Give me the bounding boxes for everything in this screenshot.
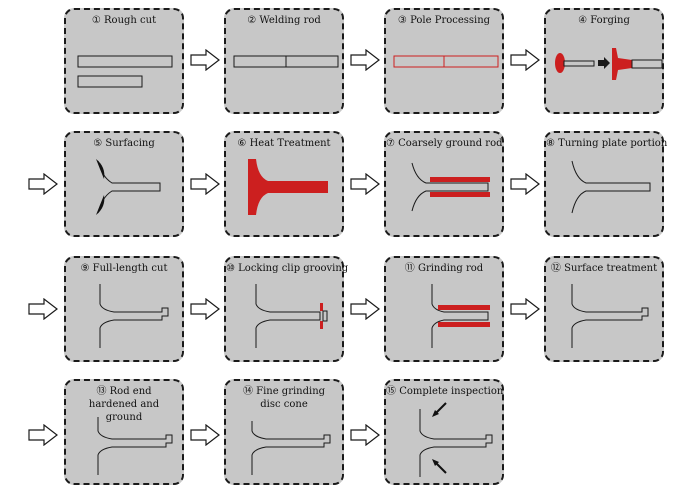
step-11-illustration [431,284,490,348]
step-1-label: ① Rough cut [91,15,157,26]
step-13-rod-end-hardened-and-ground: ⑬ Rod end hardened and ground [64,379,184,485]
step-14-fine-grinding-disc-cone: ⑭ Fine grinding disc cone [224,379,344,485]
step-5-label: ⑤ Surfacing [93,138,155,149]
step-9-illustration [99,284,169,348]
step-13-illustration [97,417,173,475]
step-6-heat-treatment: ⑥ Heat Treatment [224,131,344,237]
flow-arrow-right-icon [190,173,220,195]
step-10-locking-clip-grooving: ⑩ Locking clip grooving [224,256,349,362]
flow-arrow-right-icon [510,49,540,71]
flow-arrow-right-icon [510,298,540,320]
step-8-illustration [571,160,651,214]
step-13-label: ⑬ Rod end hardened and ground [88,386,160,423]
step-7-label: ⑦ Coarsely ground rod [386,138,503,149]
step-11-grinding-rod: ⑪ Grinding rod [384,256,504,362]
step-10-label: ⑩ Locking clip grooving [226,263,349,274]
step-15-illustration [419,402,493,477]
step-3-label: ③ Pole Processing [397,15,491,26]
step-5-illustration [96,159,161,215]
step-14-label: ⑭ Fine grinding disc cone [242,386,326,410]
flow-arrow-right-icon [190,49,220,71]
step-14-illustration [251,421,331,475]
step-3-illustration [393,55,499,68]
step-9-full-length-cut: ⑨ Full-length cut [64,256,184,362]
step-3-pole-processing: ③ Pole Processing [384,8,504,114]
step-12-label: ⑫ Surface treatment [550,263,658,274]
step-15-label: ⑮ Complete inspection [386,386,504,397]
step-2-welding-rod: ② Welding rod [224,8,344,114]
step-4-label: ④ Forging [578,15,630,26]
step-4-illustration [555,48,663,80]
step-6-label: ⑥ Heat Treatment [237,138,331,149]
step-5-surfacing: ⑤ Surfacing [64,131,184,237]
flow-arrow-right-icon [190,298,220,320]
flow-arrow-right-icon [350,49,380,71]
step-12-illustration [571,284,649,348]
step-8-turning-plate-portion: ⑧ Turning plate portion [544,131,668,237]
step-8-label: ⑧ Turning plate portion [546,138,668,149]
step-11-label: ⑪ Grinding rod [404,263,484,274]
step-7-coarsely-ground-rod: ⑦ Coarsely ground rod [384,131,504,237]
step-15-complete-inspection: ⑮ Complete inspection [384,379,504,485]
flow-arrow-right-icon [28,298,58,320]
flow-arrow-right-icon [350,298,380,320]
step-12-surface-treatment: ⑫ Surface treatment [544,256,664,362]
flow-arrow-right-icon [510,173,540,195]
flow-arrow-right-icon [350,173,380,195]
step-6-illustration [248,159,328,215]
step-2-label: ② Welding rod [247,15,321,26]
flow-arrow-right-icon [350,424,380,446]
flow-arrow-right-icon [190,424,220,446]
step-9-label: ⑨ Full-length cut [80,263,168,274]
step-10-illustration [255,284,328,348]
step-1-illustration [77,55,173,88]
step-4-forging: ④ Forging [544,8,664,114]
step-1-rough-cut: ① Rough cut [64,8,184,114]
flow-arrow-right-icon [28,424,58,446]
step-2-illustration [233,55,339,68]
step-7-illustration [411,162,490,212]
flow-arrow-right-icon [28,173,58,195]
